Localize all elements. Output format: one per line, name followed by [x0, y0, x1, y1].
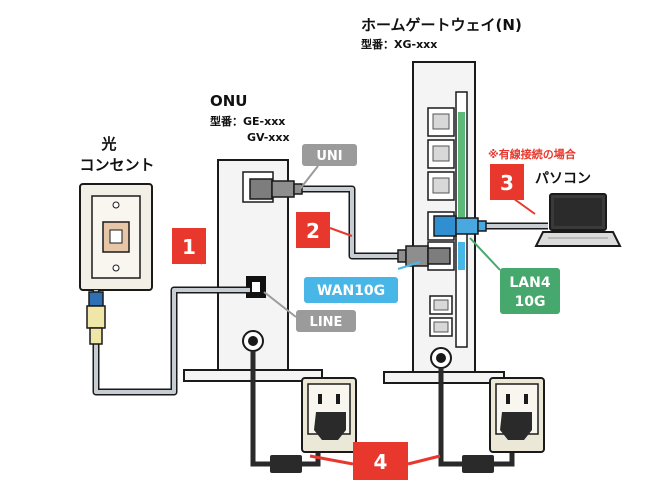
power-plug-icon — [314, 412, 346, 440]
wan-connector — [397, 245, 451, 267]
line-badge: LINE — [296, 310, 356, 332]
uni-label: UNI — [316, 149, 342, 164]
step-4-badge: 4 — [353, 442, 408, 480]
uni-badge: UNI — [302, 144, 357, 166]
fiber-connector-icon — [86, 291, 106, 345]
step-4-number: 4 — [374, 450, 388, 474]
fiber-outlet — [79, 183, 153, 291]
wan-label: WAN10G — [317, 283, 385, 299]
onu-power-cord — [250, 351, 270, 467]
wan-badge: WAN10G — [304, 277, 398, 303]
step-2-number: 2 — [306, 219, 320, 243]
phone-port-1 — [429, 295, 453, 315]
onu-title: ONU — [210, 92, 248, 110]
onu-model-2: GV-xxx — [247, 131, 290, 144]
pc-label: パソコン — [535, 171, 591, 187]
phone-port-2 — [429, 317, 453, 337]
line-port — [246, 276, 266, 298]
gateway-power-socket — [430, 347, 452, 369]
lan-port-2 — [427, 139, 455, 169]
onu-power-socket — [242, 330, 264, 352]
step-3-badge: 3 — [490, 164, 524, 200]
gateway-model: 型番：XG-xxx — [361, 37, 437, 51]
uni-connector — [249, 178, 303, 200]
lan4-label-1: LAN4 — [509, 275, 550, 291]
step-3-number: 3 — [500, 171, 514, 195]
lan-port-1 — [427, 107, 455, 137]
lan4-badge: LAN4 10G — [500, 268, 560, 314]
onu-power-adapter — [270, 455, 302, 473]
power-plug-icon — [500, 412, 532, 440]
gateway-power-adapter — [462, 455, 494, 473]
lan-port-3 — [427, 171, 455, 201]
onu-model-1: 型番：GE-xxx — [210, 114, 285, 128]
computer-icon — [534, 193, 622, 247]
line-label: LINE — [310, 315, 343, 330]
lan4-connector — [433, 215, 487, 237]
outlet-title-1: 光 — [100, 135, 116, 153]
step-1-badge: 1 — [172, 228, 206, 264]
wired-note: ※有線接続の場合 — [488, 147, 577, 161]
gateway-title: ホームゲートウェイ(N) — [361, 16, 522, 34]
outlet-title-2: コンセント — [79, 156, 154, 174]
step-1-number: 1 — [182, 235, 196, 259]
step-2-badge: 2 — [296, 212, 330, 248]
lan4-label-2: 10G — [515, 294, 546, 310]
gateway-power-cord — [438, 368, 462, 467]
